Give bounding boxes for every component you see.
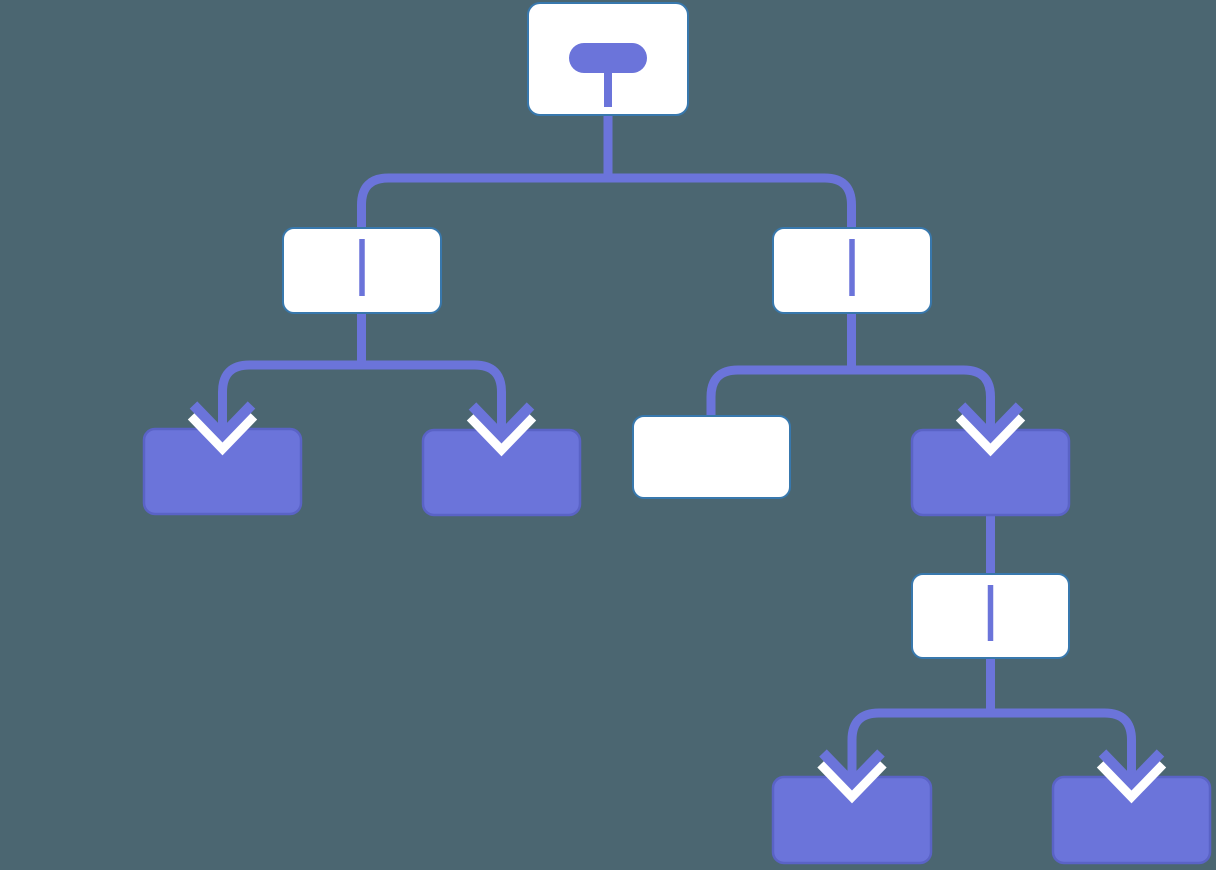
connector-rail-top: [357, 173, 856, 232]
chevron-white-icon: [955, 411, 1026, 457]
divider-line-icon: [987, 585, 994, 641]
drop-arrow-leaf-far-left-icon: [187, 395, 258, 456]
divider-line-icon: [359, 239, 365, 296]
connector-rail-right: [706, 365, 995, 432]
chevron-purple-icon: [957, 402, 1024, 444]
divider-line-icon: [849, 239, 855, 296]
drop-arrow-leaf-bottom-left-icon: [817, 743, 887, 804]
topic-box-white[interactable]: [632, 415, 791, 499]
drop-arrow-mid-collapsed-icon: [955, 396, 1026, 457]
edges-layer: [218, 106, 1136, 779]
connector-rail-bottom: [847, 708, 1136, 779]
root-pill-stem-icon: [604, 71, 612, 107]
chevron-white-icon: [187, 410, 258, 456]
chevron-white-icon: [1096, 758, 1167, 804]
drop-arrow-leaf-bottom-right-icon: [1096, 743, 1167, 804]
chevron-white-icon: [466, 411, 537, 457]
chevron-white-icon: [817, 758, 887, 804]
node-branch-bottom[interactable]: [911, 573, 1070, 659]
connector-rail-left: [218, 360, 506, 432]
drop-arrow-leaf-mid-left-icon: [466, 396, 537, 457]
node-branch-right[interactable]: [772, 227, 932, 314]
node-child-plain[interactable]: [632, 415, 791, 499]
root-pill-icon: [569, 43, 647, 73]
chevron-purple-icon: [189, 401, 256, 443]
chevron-purple-icon: [819, 749, 885, 791]
arrows-layer: [187, 395, 1167, 804]
chevron-purple-icon: [468, 402, 535, 444]
nodes-layer: [142, 2, 1212, 865]
node-branch-left[interactable]: [282, 227, 442, 314]
chevron-purple-icon: [1098, 749, 1165, 791]
node-root-topic[interactable]: [527, 2, 689, 116]
